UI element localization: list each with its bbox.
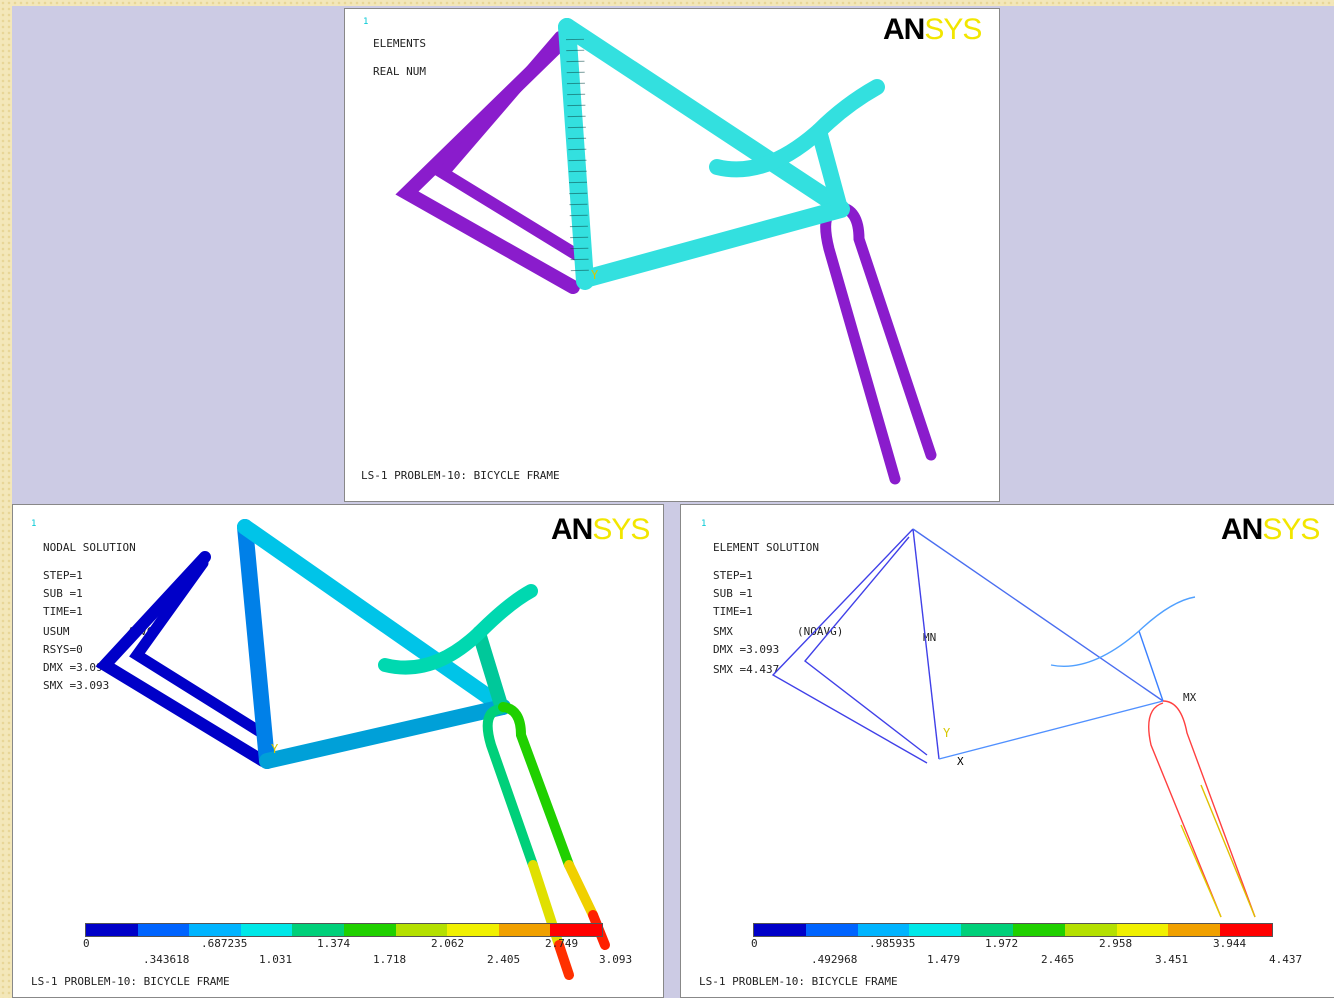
frame-wire-rear-inner xyxy=(803,536,928,756)
element-stress-line-view: Y X xyxy=(771,528,1256,918)
ansys-logo: ANSYS xyxy=(551,513,650,546)
frame-wire-seat xyxy=(912,528,940,760)
frame-wire-down xyxy=(938,700,1164,760)
seat-tube-contour xyxy=(237,519,275,769)
legend-tick: 3.451 xyxy=(1155,953,1189,966)
legend-tick: .687235 xyxy=(201,937,248,950)
ansys-logo: ANSYS xyxy=(1221,513,1320,546)
window-number: 1 xyxy=(31,519,37,529)
top-tube-contour xyxy=(237,519,511,715)
frame-wire-rear xyxy=(771,528,928,764)
legend-tick: 2.405 xyxy=(487,953,521,966)
legend-tick: 0 xyxy=(83,937,90,950)
elements-plot-panel: 1 ELEMENTS REAL NUM ANSYS Y LS-1 PROBLEM… xyxy=(344,8,1000,502)
frame-tube-purple-left xyxy=(395,28,580,294)
svg-text:Y: Y xyxy=(271,742,279,756)
legend-tick: 3.944 xyxy=(1213,937,1247,950)
sub-label: SUB =1 xyxy=(43,587,83,600)
solution-title: NODAL SOLUTION xyxy=(43,541,136,554)
rsys-label: RSYS=0 xyxy=(43,643,83,656)
plot-subtype-label: REAL NUM xyxy=(373,65,426,78)
legend-tick: .343618 xyxy=(143,953,190,966)
down-tube-contour xyxy=(259,699,511,769)
stem-contour xyxy=(472,626,508,712)
contour-legend-ticks: 0 .687235 1.374 2.062 2.749 .343618 1.03… xyxy=(83,937,632,977)
handlebar-wire xyxy=(1050,596,1196,667)
plot-footer: LS-1 PROBLEM-10: BICYCLE FRAME xyxy=(31,975,230,988)
rear-stay-blue-inner xyxy=(129,557,271,741)
sub-label: SUB =1 xyxy=(713,587,753,600)
frame-seat-tube xyxy=(558,18,594,290)
frame-tube-purple-inner xyxy=(433,31,583,261)
nodal-solution-panel: 1 NODAL SOLUTION STEP=1 SUB =1 TIME=1 US… xyxy=(12,504,664,998)
element-solution-panel: 1 ELEMENT SOLUTION STEP=1 SUB =1 TIME=1 … xyxy=(680,504,1334,998)
solution-title: ELEMENT SOLUTION xyxy=(713,541,819,554)
handlebar xyxy=(709,79,885,178)
fork-wire-left-lower xyxy=(1180,824,1222,918)
smx-component-label: SMX xyxy=(713,625,733,638)
frame-top-tube xyxy=(558,18,846,214)
time-label: TIME=1 xyxy=(43,605,83,618)
step-label: STEP=1 xyxy=(43,569,83,582)
step-label: STEP=1 xyxy=(713,569,753,582)
legend-tick: 1.374 xyxy=(317,937,351,950)
legend-tick: 1.031 xyxy=(259,953,293,966)
legend-tick: 2.749 xyxy=(545,937,579,950)
smx-label: SMX =4.437 xyxy=(713,663,780,676)
legend-tick: 0 xyxy=(751,937,758,950)
legend-tick: 1.972 xyxy=(985,937,1019,950)
dmx-label: DMX =3.093 xyxy=(43,661,110,674)
fork-wire-right xyxy=(1162,700,1256,918)
legend-tick: 1.479 xyxy=(927,953,961,966)
contour-legend-ticks: 0 .985935 1.972 2.958 3.944 .492968 1.47… xyxy=(751,937,1302,977)
time-label: TIME=1 xyxy=(713,605,753,618)
window-number: 1 xyxy=(701,519,707,529)
window-number: 1 xyxy=(363,17,369,27)
handlebar-contour xyxy=(378,584,538,675)
frame-wire-top xyxy=(912,528,1164,702)
plot-footer: LS-1 PROBLEM-10: BICYCLE FRAME xyxy=(699,975,898,988)
ansys-logo: ANSYS xyxy=(883,13,982,46)
stem-wire xyxy=(1138,630,1164,702)
contour-legend-bar xyxy=(85,923,603,937)
svg-text:Y: Y xyxy=(591,268,599,282)
svg-text:X: X xyxy=(957,755,964,768)
plot-footer: LS-1 PROBLEM-10: BICYCLE FRAME xyxy=(361,469,560,482)
legend-tick: 2.465 xyxy=(1041,953,1075,966)
handlebar-stem xyxy=(811,123,847,213)
rear-stay-blue xyxy=(95,551,269,767)
legend-tick: .492968 xyxy=(811,953,858,966)
legend-tick: 3.093 xyxy=(599,953,633,966)
frame-down-tube xyxy=(576,200,850,288)
fork-wire-right-lower xyxy=(1200,784,1256,918)
svg-text:Y: Y xyxy=(943,726,951,740)
legend-tick: .985935 xyxy=(869,937,916,950)
legend-tick: 1.718 xyxy=(373,953,407,966)
contour-legend-bar xyxy=(753,923,1273,937)
fork-right-contour xyxy=(498,702,574,870)
fork-left-contour xyxy=(482,704,538,870)
fork-wire-left xyxy=(1148,702,1222,918)
bicycle-frame-elements-view: Y xyxy=(395,18,937,485)
legend-tick: 2.958 xyxy=(1099,937,1133,950)
usum-label: USUM xyxy=(43,625,70,638)
max-marker-label: MX xyxy=(1183,691,1197,704)
fork-right-lower xyxy=(564,860,598,920)
plot-type-label: ELEMENTS xyxy=(373,37,426,50)
fork-left-tip xyxy=(554,940,574,980)
dmx-label: DMX =3.093 xyxy=(713,643,780,656)
legend-tick: 4.437 xyxy=(1269,953,1303,966)
legend-tick: 2.062 xyxy=(431,937,465,950)
smx-label: SMX =3.093 xyxy=(43,679,110,692)
